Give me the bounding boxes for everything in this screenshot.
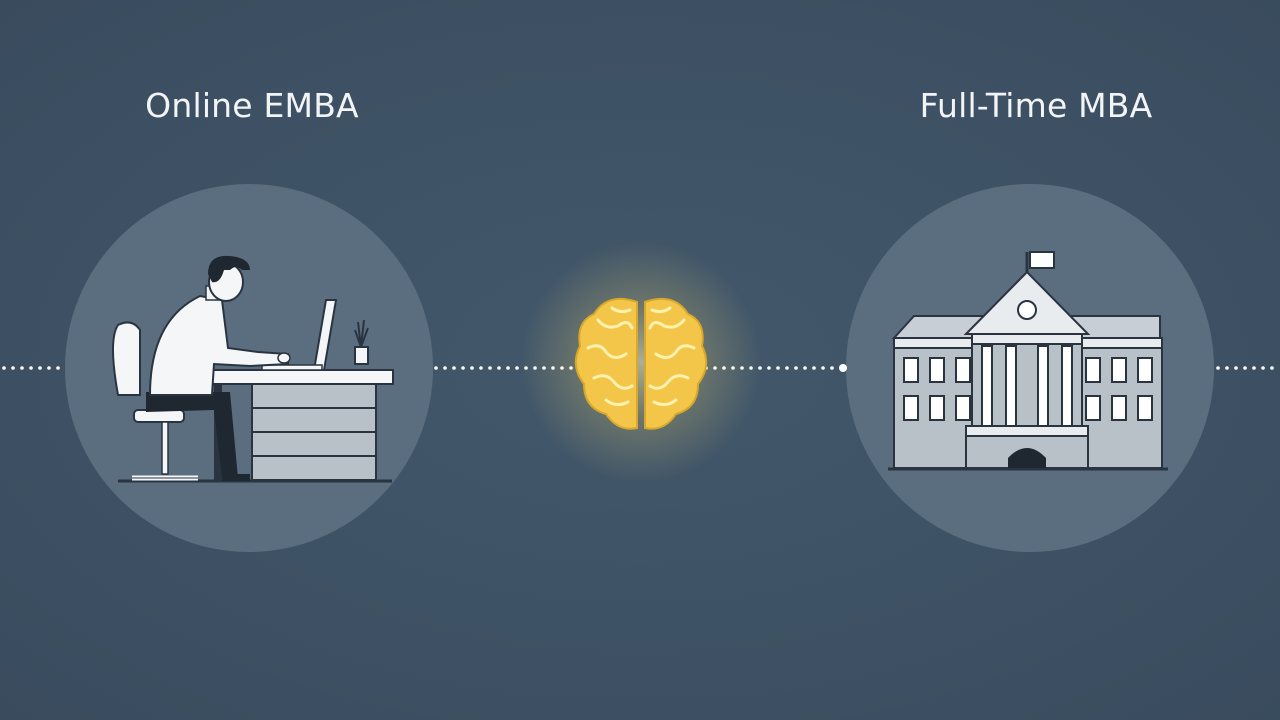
connector-dot: [515, 366, 519, 370]
connector-dot: [443, 366, 447, 370]
left-option-label: Online EMBA: [145, 86, 359, 125]
connector-dot: [1234, 366, 1238, 370]
connector-dot: [38, 366, 42, 370]
connector-dot: [479, 366, 483, 370]
university-building-icon: [888, 251, 1168, 471]
connector-dot: [47, 366, 51, 370]
right-option-label: Full-Time MBA: [919, 86, 1153, 125]
connector-dot: [785, 366, 789, 370]
connector-dot: [488, 366, 492, 370]
connector-dot: [794, 366, 798, 370]
brain-glow: [521, 242, 761, 482]
connector-dot: [812, 366, 816, 370]
connector-dot: [776, 366, 780, 370]
connector-dot: [434, 366, 438, 370]
connector-dot: [461, 366, 465, 370]
person-at-laptop-desk-icon: [112, 255, 394, 483]
connector-dot: [56, 366, 60, 370]
connector-dot: [767, 366, 771, 370]
glowing-brain-icon: [574, 298, 708, 430]
connector-dot: [506, 366, 510, 370]
connector-dot: [2, 366, 6, 370]
connector-dot: [1225, 366, 1229, 370]
connector-dot: [1270, 366, 1274, 370]
connector-dot: [821, 366, 825, 370]
connector-dot: [497, 366, 501, 370]
connector-dot: [20, 366, 24, 370]
connector-dot: [11, 366, 15, 370]
connector-dot: [1261, 366, 1265, 370]
connector-dot: [452, 366, 456, 370]
connector-dot: [830, 366, 834, 370]
connector-dot: [803, 366, 807, 370]
connector-dot: [29, 366, 33, 370]
connector-dot: [470, 366, 474, 370]
connector-endpoint: [839, 364, 847, 372]
connector-dot: [1243, 366, 1247, 370]
connector-dot: [1216, 366, 1220, 370]
connector-dot: [1252, 366, 1256, 370]
